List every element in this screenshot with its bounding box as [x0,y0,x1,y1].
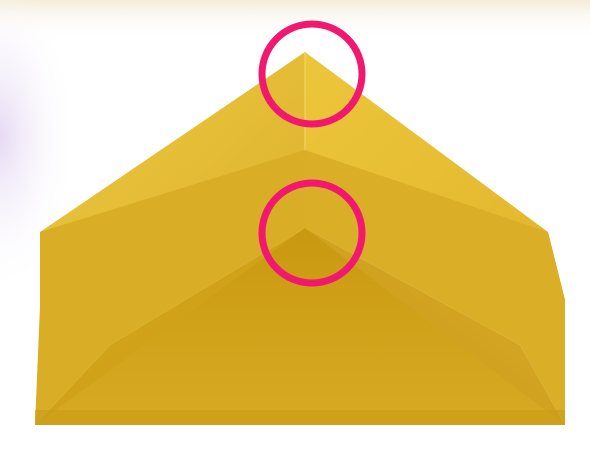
prism-bottom-edge [35,410,565,425]
